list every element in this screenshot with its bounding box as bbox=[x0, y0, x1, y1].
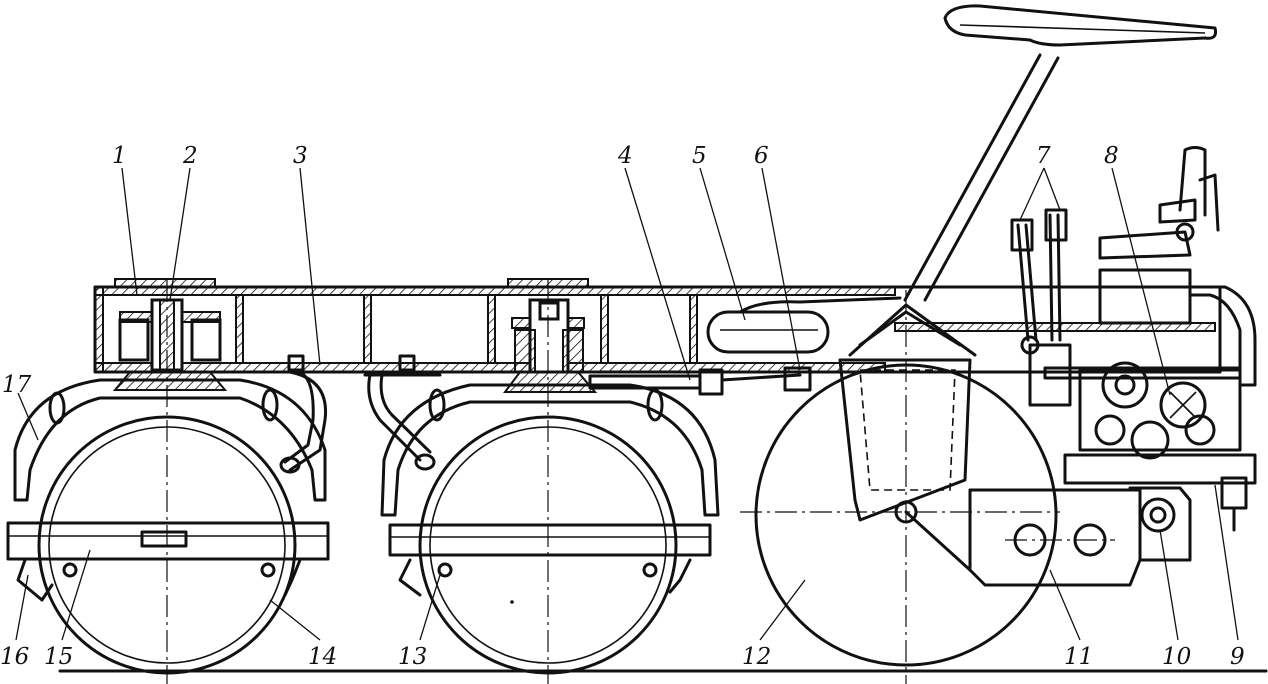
callout-4: 4 bbox=[617, 143, 633, 169]
callout-17: 17 bbox=[2, 372, 32, 398]
callout-3: 3 bbox=[293, 143, 308, 169]
engine-drive-unit bbox=[1028, 343, 1242, 460]
callout-13: 13 bbox=[398, 644, 427, 670]
callout-14: 14 bbox=[308, 644, 337, 670]
callout-9: 9 bbox=[1230, 644, 1245, 670]
callout-8: 8 bbox=[1104, 143, 1119, 169]
middle-pivot-assembly bbox=[503, 298, 598, 393]
callout-labels: 1 2 3 4 5 6 7 8 9 10 11 12 13 14 15 16 1… bbox=[0, 143, 1245, 670]
callout-5: 5 bbox=[692, 143, 707, 169]
operator-seat bbox=[1098, 146, 1220, 325]
rear-bracket bbox=[904, 453, 1257, 587]
air-tank bbox=[706, 296, 902, 354]
callout-12: 12 bbox=[742, 644, 771, 670]
middle-drum-assembly bbox=[380, 280, 720, 684]
callout-6: 6 bbox=[754, 143, 769, 169]
drawbar-link bbox=[588, 366, 812, 396]
leader-lines bbox=[15, 167, 1239, 641]
tow-link bbox=[279, 354, 442, 474]
callout-11: 11 bbox=[1064, 644, 1093, 670]
front-drum-assembly bbox=[6, 280, 330, 684]
callout-15: 15 bbox=[44, 644, 73, 670]
callout-2: 2 bbox=[182, 143, 198, 169]
steering-column bbox=[903, 4, 1217, 302]
callout-16: 16 bbox=[0, 644, 29, 670]
rear-drum-assembly bbox=[740, 290, 1060, 684]
callout-7: 7 bbox=[1036, 143, 1051, 169]
callout-10: 10 bbox=[1162, 644, 1191, 670]
front-pivot-assembly bbox=[112, 298, 228, 391]
control-levers bbox=[1010, 208, 1068, 355]
callout-1: 1 bbox=[112, 143, 127, 169]
